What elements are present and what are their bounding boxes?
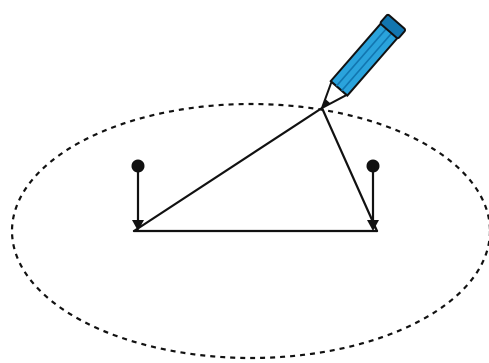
pencil-body	[331, 22, 399, 95]
left-pin	[132, 160, 145, 232]
string-triangle	[134, 108, 377, 231]
pencil-icon	[313, 14, 406, 116]
string-left-side	[134, 108, 322, 231]
